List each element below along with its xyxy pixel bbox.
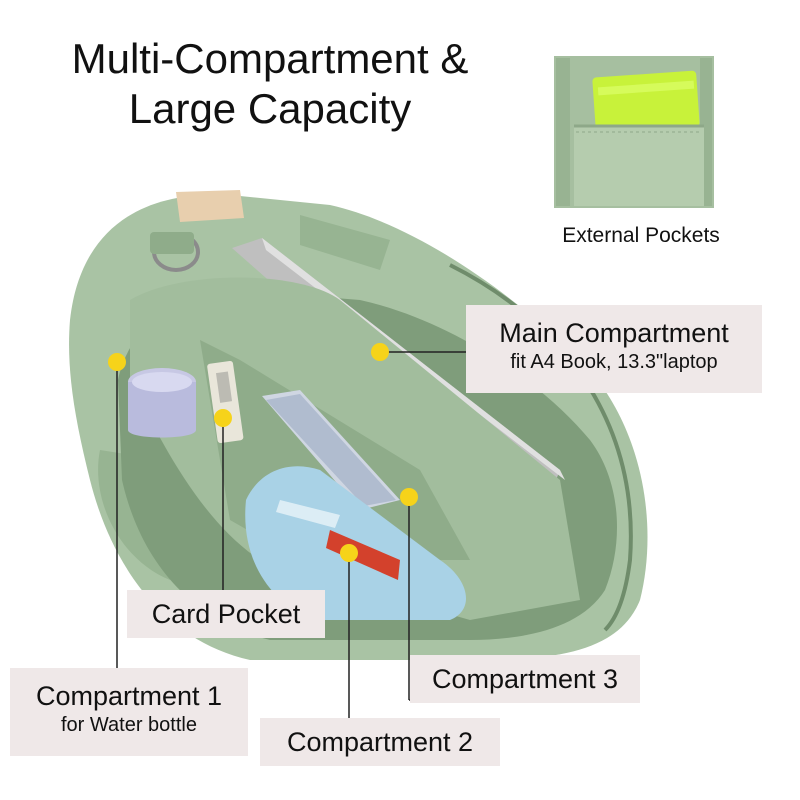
external-pocket-inset bbox=[554, 56, 714, 208]
compartment-3-label: Compartment 3 bbox=[410, 655, 640, 703]
marker-compartment-3 bbox=[400, 488, 418, 506]
main-compartment-title: Main Compartment bbox=[499, 318, 729, 348]
marker-compartment-1 bbox=[108, 353, 126, 371]
book-compartment-3 bbox=[262, 390, 400, 510]
leader-lines bbox=[116, 351, 466, 718]
headline-line-1: Multi-Compartment & bbox=[71, 35, 469, 82]
headline: Multi-Compartment & Large Capacity bbox=[30, 34, 510, 134]
main-compartment-label: Main Compartment fit A4 Book, 13.3"lapto… bbox=[466, 305, 762, 393]
marker-compartment-2 bbox=[340, 544, 358, 562]
card-pocket-title: Card Pocket bbox=[151, 599, 301, 629]
marker-card-pocket bbox=[214, 409, 232, 427]
water-bottle bbox=[128, 368, 196, 438]
compartment-1-subtitle: for Water bottle bbox=[61, 714, 197, 736]
card-pocket-label: Card Pocket bbox=[127, 590, 325, 638]
compartment-3-title: Compartment 3 bbox=[431, 664, 619, 694]
wipes-pack bbox=[245, 466, 467, 620]
compartment-1-label: Compartment 1 for Water bottle bbox=[10, 668, 248, 756]
compartment-2-label: Compartment 2 bbox=[260, 718, 500, 766]
compartment-1-title: Compartment 1 bbox=[35, 681, 223, 711]
headline-line-2: Large Capacity bbox=[128, 85, 412, 132]
marker-main-compartment bbox=[371, 343, 389, 361]
inset-caption: External Pockets bbox=[562, 224, 720, 247]
marker-dots bbox=[108, 343, 418, 562]
main-compartment-subtitle: fit A4 Book, 13.3"laptop bbox=[510, 351, 718, 373]
compartment-2-title: Compartment 2 bbox=[286, 727, 474, 757]
